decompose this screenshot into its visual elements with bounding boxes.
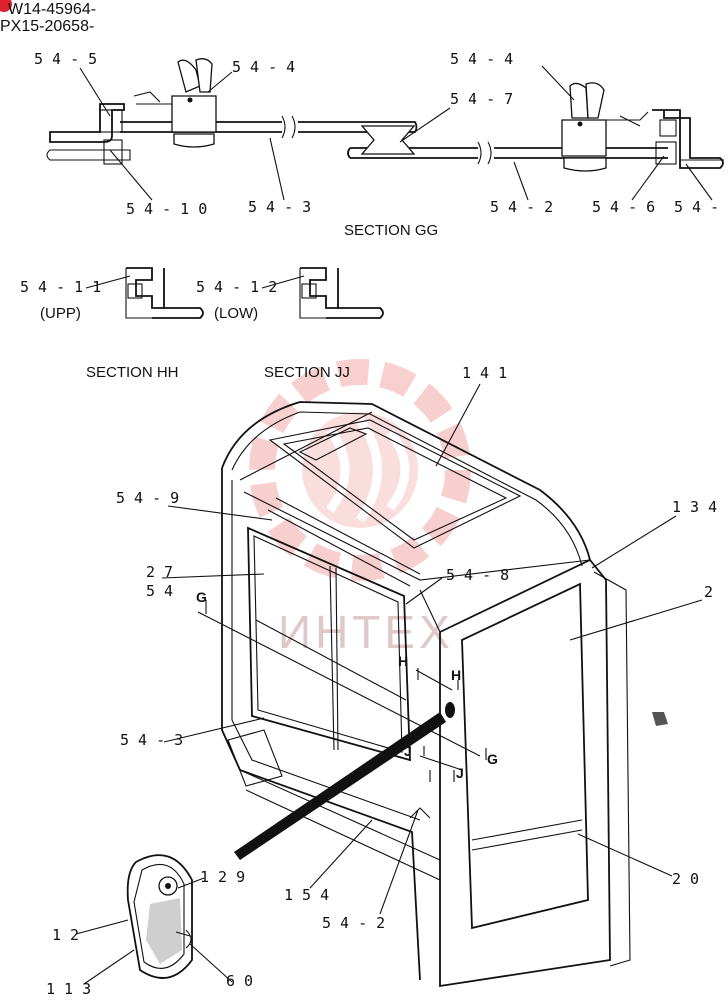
callout-113: 1 1 3: [46, 980, 91, 998]
callout-54-6: 5 4 - 6: [592, 198, 655, 216]
section-gg-drawing: [46, 58, 724, 201]
section-marker-j-right: J: [456, 765, 464, 781]
section-marker-h-right: H: [451, 667, 461, 683]
callout-54-9: 5 4 - 9: [116, 489, 179, 507]
callout-129: 1 2 9: [200, 868, 245, 886]
section-marker-h-left: H: [398, 653, 408, 669]
part-number-line-1: W14-45964-: [8, 1, 96, 18]
section-hh-jj-profiles: [85, 267, 384, 319]
callout-54-cut: 5 4 -: [674, 198, 719, 216]
callout-54-3-bottom: 5 4 - 3: [120, 731, 183, 749]
section-marker-g-right: G: [487, 751, 498, 767]
upper-label: (UPP): [40, 305, 81, 322]
part-number-line-2: PX15-20658-: [0, 18, 94, 35]
red-badge-icon: [0, 0, 12, 12]
callout-54-3-top: 5 4 - 3: [248, 198, 311, 216]
callout-54-12: 5 4 - 1 2: [196, 278, 277, 296]
callout-134: 1 3 4: [672, 498, 717, 516]
watermark-logo: [249, 359, 471, 581]
callout-54-8: 5 4 - 8: [446, 566, 509, 584]
callout-54-2-bottom: 5 4 - 2: [322, 914, 385, 932]
cab-drawing: [197, 401, 668, 988]
section-gg-title: SECTION GG: [344, 222, 438, 239]
callout-141: 1 4 1: [462, 364, 507, 382]
section-hh-title: SECTION HH: [86, 364, 179, 381]
callout-2: 2: [704, 583, 713, 601]
callout-54-5: 5 4 - 5: [34, 50, 97, 68]
callout-54-7: 5 4 - 7: [450, 90, 513, 108]
section-marker-g-left: G: [196, 589, 207, 605]
callout-54-4-left: 5 4 - 4: [232, 58, 295, 76]
watermark-text: ИНТЕХ: [278, 606, 454, 658]
callout-154: 1 5 4: [284, 886, 329, 904]
callout-54-11: 5 4 - 1 1: [20, 278, 101, 296]
callout-54-4-right: 5 4 - 4: [450, 50, 513, 68]
cab-leader-lines: [161, 383, 703, 915]
mirror-detail-drawing: [75, 854, 233, 985]
lower-label: (LOW): [214, 305, 258, 322]
section-jj-title: SECTION JJ: [264, 364, 350, 381]
callout-12: 1 2: [52, 926, 79, 944]
callout-54: 5 4: [146, 582, 173, 600]
callout-60: 6 0: [226, 972, 253, 990]
callout-54-10: 5 4 - 1 0: [126, 200, 207, 218]
callout-54-2-top: 5 4 - 2: [490, 198, 553, 216]
section-marker-j-left: J: [404, 743, 412, 759]
callout-27: 2 7: [146, 563, 173, 581]
callout-20: 2 0: [672, 870, 699, 888]
